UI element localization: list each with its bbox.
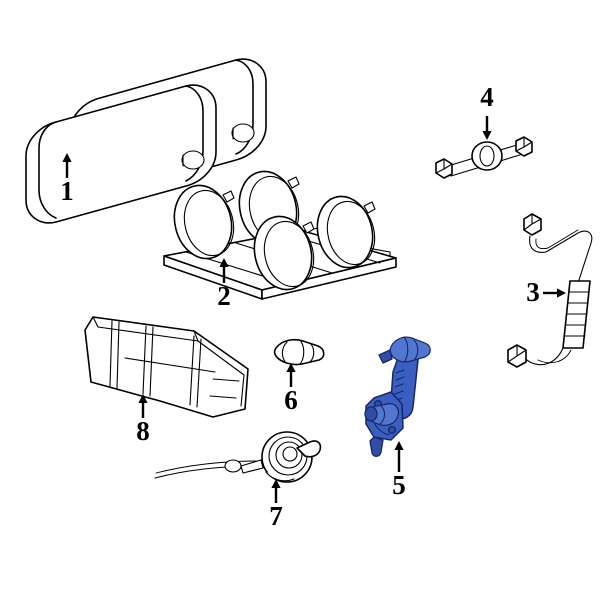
- heat-shield-slot-2: [209, 395, 237, 399]
- leader-arrowhead-3: [557, 288, 566, 298]
- rack-strap-ring-left: [173, 184, 235, 260]
- leader-arrowhead-6: [286, 363, 296, 372]
- cap-tether-ferrule: [224, 459, 242, 473]
- cap-ring-3: [282, 446, 298, 462]
- rack-strap-tab-front: [302, 221, 315, 234]
- tank-front-right-dome-seam: [185, 85, 204, 182]
- leader-arrowhead-4: [482, 131, 492, 140]
- fuel-line-upper-tube-inner: [535, 229, 579, 250]
- tank-front-left-dome-seam: [38, 121, 57, 219]
- rack-strap-tab-right: [363, 201, 376, 214]
- vent-plug-body: [273, 338, 325, 366]
- part-tank-mounting-rack[interactable]: [163, 165, 397, 300]
- filler-neck-rib-2: [395, 376, 405, 381]
- filler-valve-flange-hole-bottom: [387, 425, 397, 435]
- callout-layer: 1 2 3 4 5 6 7 8: [60, 82, 566, 531]
- callout-number-6: 6: [284, 385, 298, 415]
- heat-shield-slot-1: [212, 378, 240, 382]
- callout-3[interactable]: 3: [526, 277, 566, 307]
- filler-neck-cap-collar: [389, 336, 431, 363]
- part-tank-heat-shield[interactable]: [84, 316, 249, 418]
- heat-shield-rib-2: [116, 321, 120, 389]
- filler-neck-cap-ring-1: [403, 336, 409, 363]
- callout-2[interactable]: 2: [217, 258, 231, 311]
- filler-valve-nozzle-seam: [379, 404, 386, 425]
- rack-strap-tab-left: [222, 190, 235, 203]
- tank-front-body: [25, 84, 217, 224]
- fuel-line-lower-fitting-facets: [507, 344, 527, 363]
- callout-5[interactable]: 5: [392, 441, 406, 500]
- callout-number-3: 3: [526, 277, 540, 307]
- filler-neck-rib-3: [394, 383, 404, 388]
- leader-arrowhead-5: [394, 441, 404, 450]
- callout-number-8: 8: [136, 416, 150, 446]
- filler-neck-collar-ear: [378, 349, 393, 364]
- callout-number-4: 4: [480, 82, 494, 112]
- heat-shield-rib-5: [189, 335, 195, 406]
- callout-7[interactable]: 7: [269, 479, 283, 531]
- cap-tether-cable-inner: [155, 460, 259, 474]
- heat-shield-crease: [124, 357, 216, 373]
- callout-number-7: 7: [269, 501, 283, 531]
- fuel-line-lower-tube: [521, 347, 564, 366]
- part-fuel-filler-neck-valve[interactable]: [364, 336, 431, 457]
- part-fuel-supply-line[interactable]: [507, 213, 593, 368]
- fuel-line-upper-fitting-facets: [523, 213, 542, 231]
- filler-valve-nozzle-mouth: [364, 406, 378, 422]
- leader-arrowhead-7: [271, 479, 281, 488]
- tank-front-valve-nub: [181, 150, 205, 170]
- rack-base-right-lip: [261, 257, 397, 300]
- callout-number-2: 2: [217, 281, 231, 311]
- bracket-eyelet-boss: [471, 141, 503, 171]
- vent-plug-seam-2: [309, 342, 315, 363]
- callout-1[interactable]: 1: [60, 153, 74, 206]
- rack-strap-ring-right: [316, 195, 376, 269]
- heat-shield-top-lip: [92, 316, 199, 342]
- cap-side-knob: [296, 440, 322, 458]
- callout-8[interactable]: 8: [136, 394, 150, 446]
- cap-lower-collar: [265, 471, 295, 482]
- bracket-eyelet-hole: [479, 145, 495, 167]
- fuel-line-upper-tube: [529, 230, 593, 284]
- leader-arrowhead-2: [219, 258, 229, 267]
- leader-arrowhead-1: [62, 153, 72, 162]
- tank-rear-dome-seam: [235, 59, 254, 155]
- cap-ring-2: [275, 441, 303, 469]
- fuel-line-lower-tube-inner: [537, 349, 572, 364]
- part-fuel-tank-cylinders[interactable]: [25, 58, 267, 224]
- callout-4[interactable]: 4: [480, 82, 494, 140]
- callout-number-1: 1: [60, 176, 74, 206]
- filler-neck-rib-1: [395, 369, 405, 374]
- part-mounting-bracket-rod[interactable]: [435, 136, 533, 179]
- vent-plug-seam-1: [299, 339, 305, 365]
- heat-shield-step-edge: [197, 340, 245, 407]
- rack-strap-ring-front: [253, 215, 315, 291]
- bracket-hex-nut-left-facets: [435, 158, 453, 174]
- filler-valve-bottom-tab: [369, 436, 384, 457]
- part-fuel-filler-cap-tether[interactable]: [154, 431, 322, 483]
- tank-rear-valve-nub: [231, 123, 255, 143]
- heat-shield-rib-4: [149, 326, 154, 397]
- rack-strap-tab-middle: [287, 176, 300, 189]
- cap-tether-neck: [240, 459, 264, 474]
- leader-arrowhead-8: [138, 394, 148, 403]
- vent-plug-seam-3: [281, 341, 288, 364]
- part-vent-plug-grommet[interactable]: [273, 338, 325, 366]
- heat-shield-rib-3: [142, 325, 147, 395]
- heat-shield-body: [84, 316, 249, 418]
- filler-neck-cap-ring-2: [413, 339, 419, 361]
- filler-neck-rib-4: [394, 390, 404, 395]
- heat-shield-rib-1: [109, 320, 113, 387]
- heat-shield-rib-6: [196, 338, 202, 408]
- callout-6[interactable]: 6: [284, 363, 298, 415]
- callout-number-5: 5: [392, 470, 406, 500]
- bracket-hex-nut-right-facets: [515, 136, 533, 152]
